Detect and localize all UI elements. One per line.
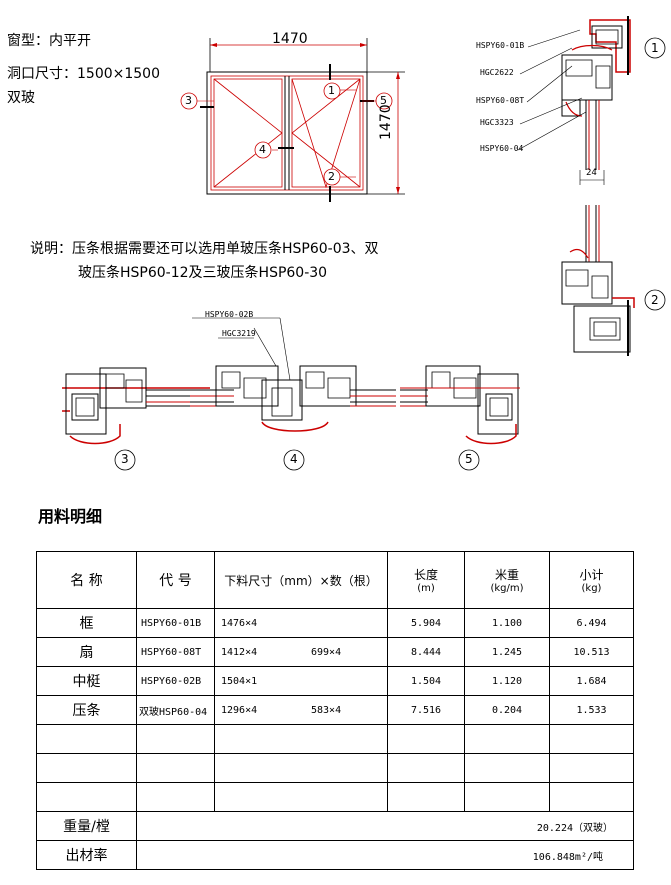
header-length-unit: (m) — [417, 583, 435, 594]
row-cut-1: 1476×4 — [221, 617, 258, 629]
row-name: 框 — [36, 608, 137, 638]
bom-header-row: 名 称 代 号 下料尺寸（mm）×数（根） 长度(m) 米重(kg/m) 小计(… — [36, 551, 634, 609]
window-elevation — [180, 38, 405, 202]
row-weight: 1.120 — [464, 666, 550, 696]
row-subtotal: 1.533 — [549, 695, 634, 725]
opening-size-label: 洞口尺寸：1500×1500 — [7, 66, 160, 82]
label-hgc3219: HGC3219 — [222, 329, 256, 338]
row-weight: 1.100 — [464, 608, 550, 638]
height-dimension: 1470 — [378, 104, 394, 140]
callout-1: 1 — [328, 84, 335, 97]
section-num-3: 3 — [121, 452, 129, 466]
row-weight: 0.204 — [464, 695, 550, 725]
total-weight-label: 重量/樘 — [36, 811, 137, 841]
row-name: 扇 — [36, 637, 137, 667]
note-line-2: 玻压条HSP60-12及三玻压条HSP60-30 — [78, 265, 328, 281]
row-code: HSPY60-02B — [136, 666, 215, 696]
total-weight-row: 重量/樘 20.224（双玻） — [36, 811, 634, 841]
header-weight-unit: (kg/m) — [490, 583, 524, 594]
glass-type-label: 双玻 — [7, 90, 35, 106]
section-num-5: 5 — [465, 452, 473, 466]
row-subtotal: 10.513 — [549, 637, 634, 667]
header-subtotal-label: 小计 — [579, 568, 604, 582]
row-cut: 1504×1 — [214, 666, 388, 696]
header-length-label: 长度 — [413, 568, 438, 582]
callout-3: 3 — [185, 94, 192, 107]
table-row: 压条 双玻HSP60-04 1296×4 583×4 7.516 0.204 1.… — [36, 695, 634, 725]
width-dimension: 1470 — [272, 31, 308, 47]
row-name: 压条 — [36, 695, 137, 725]
horizontal-section-5 — [400, 365, 520, 445]
header-subtotal: 小计(kg) — [549, 551, 634, 609]
yield-value: 106.848m²/吨 — [136, 840, 634, 870]
note-line-1: 说明：压条根据需要还可以选用单玻压条HSP60-03、双 — [30, 241, 379, 257]
callout-5: 5 — [380, 94, 387, 107]
row-code: HSPY60-08T — [136, 637, 215, 667]
cad-drawing — [62, 16, 666, 471]
yield-row: 出材率 106.848m²/吨 — [36, 840, 634, 870]
row-length: 8.444 — [387, 637, 465, 667]
vertical-section-bottom — [561, 205, 666, 356]
bom-table: 名 称 代 号 下料尺寸（mm）×数（根） 长度(m) 米重(kg/m) 小计(… — [36, 551, 634, 870]
row-name: 中梃 — [36, 666, 137, 696]
row-subtotal: 1.684 — [549, 666, 634, 696]
table-row: 框 HSPY60-01B 1476×4 5.904 1.100 6.494 — [36, 608, 634, 638]
row-cut-2: 699×4 — [311, 646, 342, 658]
row-length: 5.904 — [387, 608, 465, 638]
bom-title: 用料明细 — [38, 507, 103, 526]
yield-label: 出材率 — [36, 840, 137, 870]
row-length: 7.516 — [387, 695, 465, 725]
row-cut-1: 1296×4 — [221, 704, 258, 716]
row-length: 1.504 — [387, 666, 465, 696]
header-subtotal-unit: (kg) — [581, 583, 602, 594]
label-hspy60-08t: HSPY60-08T — [476, 96, 525, 105]
table-row-empty — [36, 782, 634, 812]
section-num-1: 1 — [651, 41, 659, 55]
row-cut: 1296×4 583×4 — [214, 695, 388, 725]
row-code: HSPY60-01B — [136, 608, 215, 638]
section-num-2: 2 — [651, 293, 659, 307]
label-hspy60-04: HSPY60-04 — [480, 144, 524, 153]
total-weight-value: 20.224（双玻） — [136, 811, 634, 841]
label-hgc3323: HGC3323 — [480, 118, 514, 127]
row-cut: 1412×4 699×4 — [214, 637, 388, 667]
table-row-empty — [36, 753, 634, 783]
horizontal-section-3 — [62, 367, 210, 445]
row-cut: 1476×4 — [214, 608, 388, 638]
dim-24: 24 — [586, 168, 597, 178]
header-code: 代 号 — [136, 551, 215, 609]
header-weight-label: 米重 — [494, 568, 519, 582]
row-weight: 1.245 — [464, 637, 550, 667]
callout-2: 2 — [328, 170, 335, 183]
header-name: 名 称 — [36, 551, 137, 609]
header-cut: 下料尺寸（mm）×数（根） — [214, 551, 388, 609]
table-row: 扇 HSPY60-08T 1412×4 699×4 8.444 1.245 10.… — [36, 637, 634, 667]
row-cut-1: 1504×1 — [221, 675, 258, 687]
table-row: 中梃 HSPY60-02B 1504×1 1.504 1.120 1.684 — [36, 666, 634, 696]
row-cut-1: 1412×4 — [221, 646, 258, 658]
header-weight: 米重(kg/m) — [464, 551, 550, 609]
label-hspy60-01b: HSPY60-01B — [476, 41, 525, 50]
row-cut-2: 583×4 — [311, 704, 342, 716]
header-length: 长度(m) — [387, 551, 465, 609]
table-row-empty — [36, 724, 634, 754]
section-num-4: 4 — [290, 452, 298, 466]
window-type-label: 窗型：内平开 — [7, 33, 91, 49]
label-hspy60-02b: HSPY60-02B — [205, 310, 254, 319]
row-subtotal: 6.494 — [549, 608, 634, 638]
label-hgc2622: HGC2622 — [480, 68, 514, 77]
row-code: 双玻HSP60-04 — [136, 695, 215, 725]
horizontal-section-4 — [190, 317, 396, 432]
vertical-section-top — [517, 16, 666, 185]
callout-4: 4 — [259, 143, 266, 156]
